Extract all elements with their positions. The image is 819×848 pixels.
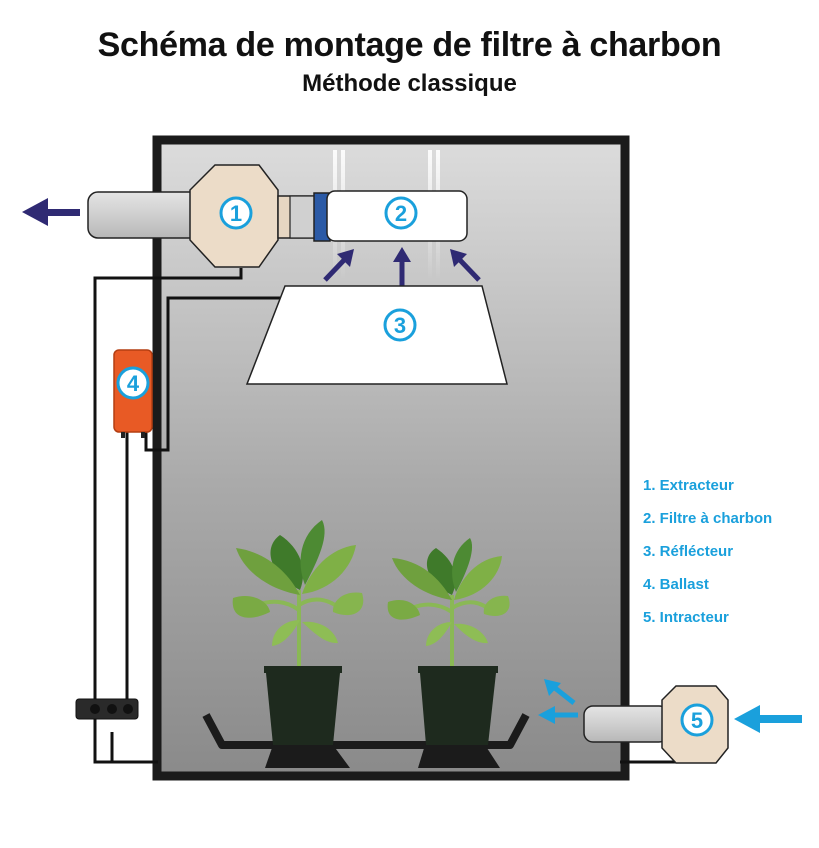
legend-item-reflecteur: 3. Réflécteur [643, 543, 734, 560]
plant-tray [202, 713, 530, 768]
intake-duct [583, 705, 669, 743]
extractor-fan: 1 [189, 164, 331, 268]
filter-badge [384, 196, 418, 230]
air-in-arrows [538, 679, 802, 733]
extractor-badge [219, 196, 253, 230]
ballast-number: 4 [127, 371, 140, 396]
air-out-arrow [22, 198, 80, 226]
exhaust-duct [87, 191, 201, 239]
intake-badge [680, 703, 714, 737]
intake-number: 5 [691, 708, 703, 733]
extractor-number: 1 [230, 201, 242, 226]
filter-number: 2 [395, 201, 407, 226]
legend-item-filtre: 2. Filtre à charbon [643, 510, 773, 527]
reflector-badge [383, 308, 417, 342]
legend-item-extracteur: 1. Extracteur [643, 477, 734, 494]
reflector-number: 3 [394, 313, 406, 338]
plant-left [232, 520, 364, 745]
power-strip [75, 698, 139, 720]
diagram-title: Schéma de montage de filtre à charbon [97, 26, 722, 64]
plant-right [387, 538, 510, 745]
filter-airflow-arrows [323, 247, 481, 289]
reflector: 3 [245, 285, 508, 385]
carbon-filter: 2 [326, 190, 468, 242]
ballast-badge [116, 366, 150, 400]
ballast: 4 [113, 349, 153, 438]
legend-item-ballast: 4. Ballast [643, 576, 709, 593]
intake-fan: 5 [661, 685, 729, 764]
legend-list: 1. Extracteur 2. Filtre à charbon 3. Réf… [643, 476, 772, 641]
legend-item-intracteur: 5. Intracteur [643, 609, 729, 626]
diagram-subtitle: Méthode classique [302, 70, 517, 97]
